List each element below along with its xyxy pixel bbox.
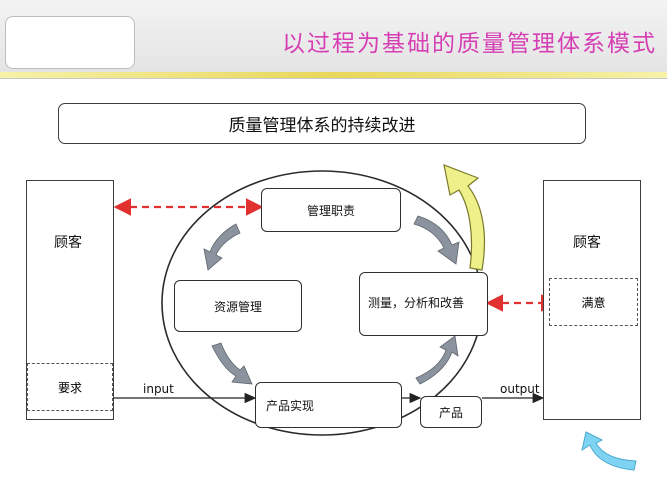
cycle-arrow-icon <box>203 215 460 385</box>
logo-placeholder <box>5 16 135 69</box>
divider <box>0 78 667 79</box>
resource-management-box: 资源管理 <box>174 280 302 332</box>
measurement-analysis-box: 测量，分析和改善 <box>359 272 488 336</box>
satisfaction-box: 满意 <box>549 278 638 326</box>
output-label: output <box>500 382 540 396</box>
output-product-box: 产品 <box>420 396 482 428</box>
improvement-up-arrow-icon <box>443 164 486 271</box>
product-realization-box: 产品实现 <box>255 382 402 428</box>
product-realization-label: 产品实现 <box>266 398 315 413</box>
management-responsibility-box: 管理职责 <box>261 188 401 232</box>
return-arrow-icon <box>581 431 637 471</box>
right-customer-label: 顾客 <box>573 235 601 251</box>
slide-title: 以过程为基础的质量管理体系模式 <box>282 31 657 57</box>
continuous-improvement-banner: 质量管理体系的持续改进 <box>58 103 586 144</box>
requirement-box: 要求 <box>27 363 113 411</box>
left-customer-label: 顾客 <box>54 235 82 251</box>
input-label: input <box>143 382 174 396</box>
title-underline-bar <box>0 72 667 78</box>
